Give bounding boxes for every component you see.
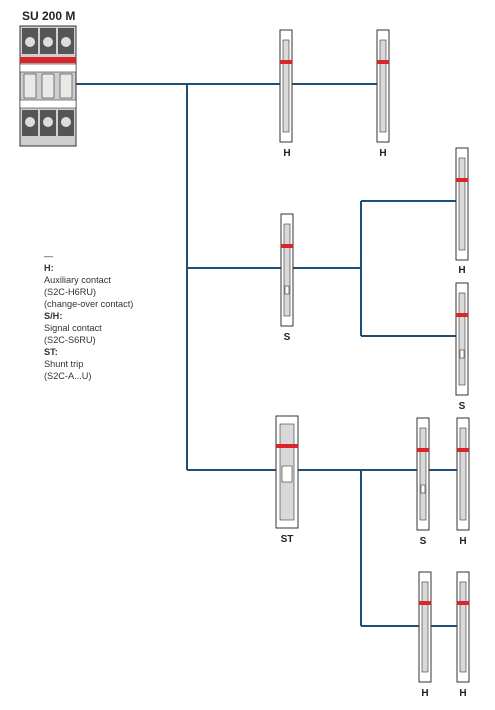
label-h5: H	[421, 688, 429, 699]
legend-s-desc1: Signal contact	[44, 323, 102, 333]
diagram-title: SU 200 M	[22, 9, 76, 23]
legend-h-desc1: Auxiliary contact	[44, 275, 111, 285]
aux-contact-h1	[279, 29, 293, 143]
su200m-breaker	[19, 25, 77, 147]
legend-st-desc1: Shunt trip	[44, 359, 84, 369]
label-s2: S	[458, 401, 466, 412]
signal-contact-s2	[455, 282, 469, 396]
legend-h-desc2: (S2C-H6RU)	[44, 287, 97, 297]
legend-s-label: S/H:	[44, 311, 63, 321]
aux-contact-h6	[456, 571, 470, 683]
legend-dash: —	[44, 251, 54, 261]
label-h2: H	[379, 148, 387, 159]
aux-contact-h5	[418, 571, 432, 683]
label-h3: H	[458, 265, 466, 276]
legend-st-label: ST:	[44, 347, 58, 357]
aux-contact-h3	[455, 147, 469, 261]
label-h4: H	[459, 536, 467, 547]
label-s1: S	[283, 332, 291, 343]
shunt-trip-st	[275, 415, 299, 529]
aux-contact-h4	[456, 417, 470, 531]
aux-contact-h2	[376, 29, 390, 143]
legend-s-desc2: (S2C-S6RU)	[44, 335, 96, 345]
legend-h-desc3: (change-over contact)	[44, 299, 134, 309]
legend-h-label: H:	[44, 263, 54, 273]
legend: — H: Auxiliary contact (S2C-H6RU) (chang…	[44, 250, 133, 382]
legend-st-desc2: (S2C-A...U)	[44, 371, 92, 381]
label-s3: S	[419, 536, 427, 547]
label-h6: H	[459, 688, 467, 699]
label-h1: H	[283, 148, 291, 159]
connection-lines	[75, 83, 462, 627]
signal-contact-s3	[416, 417, 430, 531]
label-st: ST	[280, 534, 294, 545]
signal-contact-s1	[280, 213, 294, 327]
